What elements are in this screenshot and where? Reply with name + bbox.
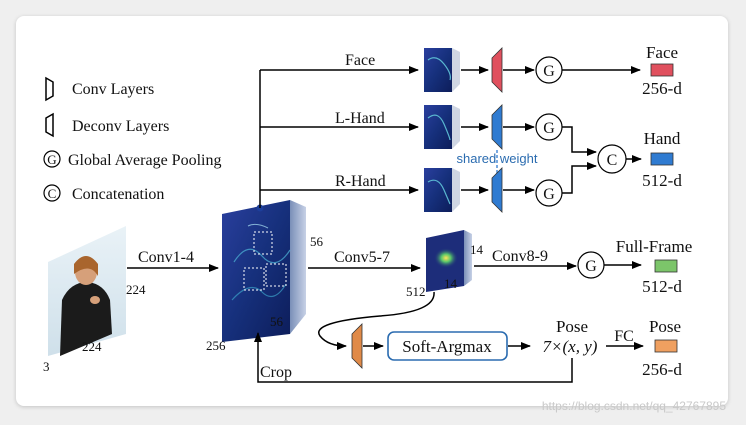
arrow-rhand-concat: [562, 162, 597, 194]
shared-weight-label: shared weight: [457, 151, 538, 166]
legend-concat-label: Concatenation: [72, 186, 164, 203]
input-channels: 3: [43, 359, 50, 374]
signer-hand: [90, 296, 100, 304]
lhand-crop-map: [424, 105, 452, 149]
rhand-branch: G: [424, 167, 563, 213]
conv14-label: Conv1-4: [138, 249, 194, 266]
fm2-heat: [434, 248, 458, 268]
face-deconv: [491, 47, 503, 93]
lhand-crop-side: [452, 105, 460, 149]
feature-map-14: 14 14 512: [406, 230, 484, 299]
lhand-branch-label: L-Hand: [335, 110, 385, 127]
hand-output-title: Hand: [644, 129, 681, 148]
rhand-crop-side: [452, 168, 460, 212]
fm1-texture: [231, 283, 287, 301]
fc-label: FC: [614, 328, 634, 345]
pose-output-dim: 256-d: [642, 360, 682, 379]
conv89-label: Conv8-9: [492, 248, 548, 265]
rhand-deconv: [491, 167, 503, 213]
watermark: https://blog.csdn.net/qq_42767895: [542, 399, 726, 413]
figure-card: [16, 16, 728, 406]
pose-coords: 7×(x, y): [543, 337, 598, 356]
concat-icon: [43, 184, 61, 202]
face-crop-map: [424, 48, 452, 92]
lhand-crop-box: [243, 267, 265, 291]
concat-icon-letter: C: [48, 186, 57, 201]
fm2-side: [464, 230, 472, 286]
rhand-crop-box: [265, 263, 287, 287]
lhand-gap-letter: G: [543, 120, 555, 137]
soft-argmax-box: [387, 331, 508, 361]
fm1-side: [290, 200, 306, 334]
signer-hair: [74, 256, 98, 276]
fm2-dim-b: 14: [444, 276, 458, 291]
fm1-texture: [233, 248, 291, 264]
face-crop-box: [253, 231, 273, 255]
fm1-dim-a: 56: [310, 234, 324, 249]
face-crop-texture: [427, 57, 451, 81]
pose-label: Pose: [556, 317, 588, 336]
lhand-crop-texture: [427, 114, 451, 141]
face-gap-letter: G: [543, 63, 555, 80]
face-output-dim: 256-d: [642, 79, 682, 98]
concat-node-letter: C: [607, 152, 618, 169]
rhand-crop-texture: [427, 179, 451, 205]
fullframe-gap-letter: G: [585, 258, 597, 275]
arrow-lhand-concat: [562, 126, 597, 156]
legend-conv-label: Conv Layers: [72, 81, 154, 98]
pose-output-vector: [654, 339, 678, 353]
face-branch-label: Face: [345, 52, 375, 69]
face-output-title: Face: [646, 43, 678, 62]
face-output-vector: [650, 63, 674, 77]
arrow-to-pose-deconv: [318, 291, 435, 350]
hand-output-dim: 512-d: [642, 171, 682, 190]
lhand-branch: G: [424, 104, 563, 150]
fm2-dim-c: 512: [406, 284, 426, 299]
legend-gap-label: Global Average Pooling: [68, 152, 221, 169]
fullframe-output-vector: [654, 259, 678, 273]
rhand-branch-label: R-Hand: [335, 173, 386, 190]
fm2-dim-a: 14: [470, 242, 484, 257]
fm1-dim-b: 56: [270, 314, 284, 329]
input-dim-h: 224: [82, 339, 102, 354]
gap-icon: [43, 150, 61, 168]
lhand-deconv: [491, 104, 503, 150]
fm1-front: [222, 200, 290, 342]
legend: Conv Layers Deconv Layers G Global Avera…: [43, 76, 221, 203]
input-dim-w: 224: [126, 282, 146, 297]
legend-deconv-label: Deconv Layers: [72, 118, 169, 135]
pose-output-title: Pose: [649, 317, 681, 336]
hand-output-vector: [650, 152, 674, 166]
gap-icon-letter: G: [47, 152, 56, 167]
face-crop-side: [452, 48, 460, 92]
conv57-label: Conv5-7: [334, 249, 390, 266]
fullframe-output-title: Full-Frame: [616, 237, 693, 256]
fm1-dim-c: 256: [206, 338, 226, 353]
input-image: 224 224 3: [43, 226, 146, 374]
arrow-crop-feedback: [254, 332, 573, 383]
rhand-crop-map: [424, 168, 452, 212]
conv-layer-icon: [45, 76, 54, 102]
fullframe-output-dim: 512-d: [642, 277, 682, 296]
crop-label: Crop: [260, 364, 292, 381]
deconv-layer-icon: [45, 112, 54, 138]
soft-argmax-label: Soft-Argmax: [402, 337, 492, 356]
rhand-gap-letter: G: [543, 186, 555, 203]
pose-deconv: [351, 323, 363, 369]
fm1-texture: [247, 223, 269, 229]
feature-map-56: 56 56 256: [206, 200, 324, 353]
face-branch: G Face 256-d: [424, 43, 682, 98]
